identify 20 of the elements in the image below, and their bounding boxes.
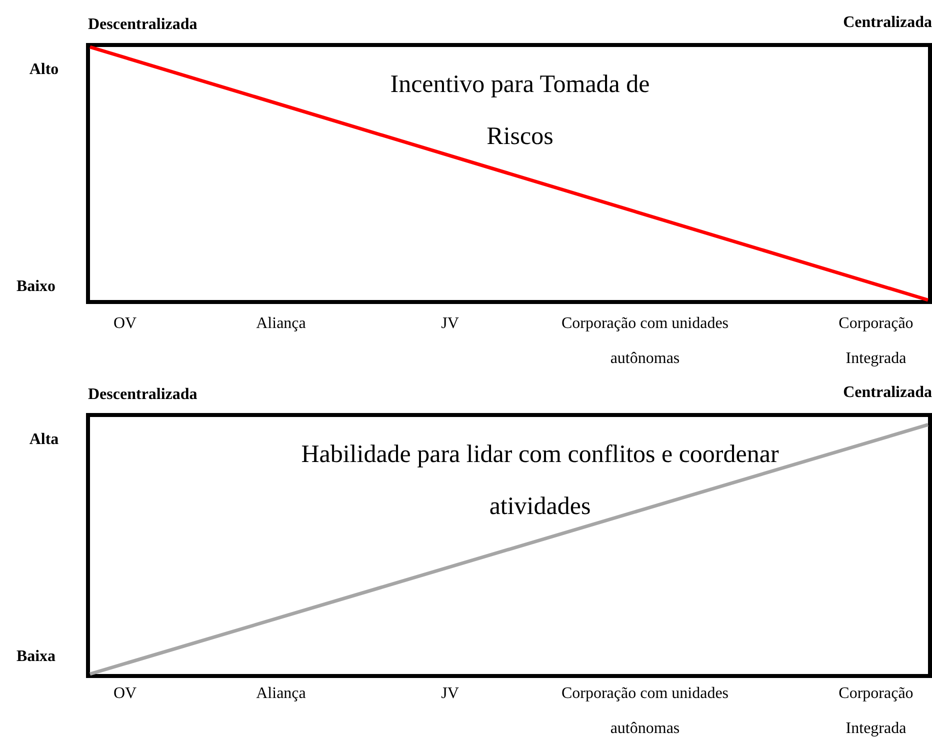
category-label: Aliança: [255, 314, 307, 334]
level-label: Baixa: [15, 647, 57, 667]
category-label: Corporação Integrada: [838, 314, 914, 369]
chart-title: Habilidade para lidar com conflitos e coordenar atividades: [300, 440, 780, 522]
category-label: OV: [112, 314, 138, 334]
category-label: Corporação com unidades autônomas: [560, 314, 730, 369]
axis-label: Descentralizada: [88, 15, 198, 35]
category-label: JV: [440, 684, 460, 704]
axis-label: Descentralizada: [88, 385, 198, 405]
chart-title: Incentivo para Tomada de Riscos: [390, 70, 650, 152]
level-label: Baixo: [15, 277, 57, 297]
category-label: Corporação com unidades autônomas: [560, 684, 730, 737]
category-label: Aliança: [255, 684, 307, 704]
axis-label: Centralizada: [842, 383, 932, 403]
axis-label: Centralizada: [842, 13, 932, 33]
category-label: OV: [112, 684, 138, 704]
category-label: JV: [440, 314, 460, 334]
category-label: Corporação Integrada: [838, 684, 914, 737]
level-label: Alto: [28, 60, 60, 80]
level-label: Alta: [28, 430, 60, 450]
